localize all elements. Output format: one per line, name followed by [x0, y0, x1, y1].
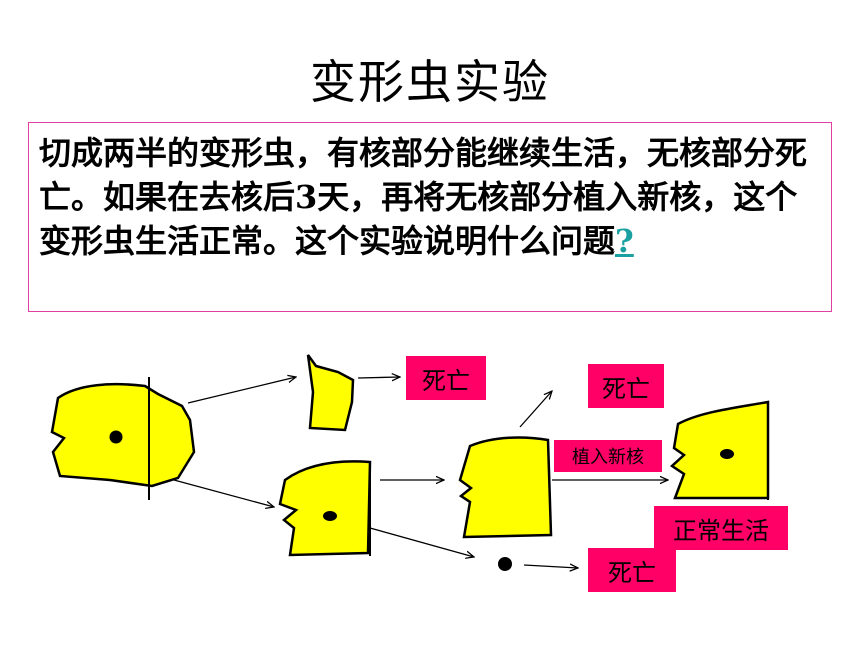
question-text: 切成两半的变形虫，有核部分能继续生活，无核部分死亡。如果在去核后3天，再将无核部…	[39, 131, 825, 263]
label-dead-1: 死亡	[406, 356, 486, 400]
no-nucleus-half	[306, 354, 355, 432]
label-dead-2: 死亡	[588, 364, 664, 408]
original-amoeba	[50, 382, 196, 488]
nucleus-half-nucleus	[323, 511, 337, 521]
question-link[interactable]: ?	[615, 222, 634, 260]
nucleus-half	[278, 460, 372, 557]
label-dead-3: 死亡	[588, 548, 676, 592]
new-nucleus-amoeba	[669, 400, 770, 500]
removed-nucleus	[498, 557, 512, 571]
arrow-to-nucleus-half	[173, 479, 274, 507]
arrow-up-to-dead-2	[519, 391, 552, 428]
arrow-to-no-nucleus-half	[187, 377, 296, 404]
question-box: 切成两半的变形虫，有核部分能继续生活，无核部分死亡。如果在去核后3天，再将无核部…	[28, 122, 832, 312]
new-nucleus	[720, 449, 734, 459]
arrow-to-dead-1	[357, 377, 400, 378]
slide-title: 变形虫实验	[310, 55, 550, 109]
enucleated-amoeba	[458, 436, 553, 539]
label-normal-life: 正常生活	[654, 506, 788, 550]
original-nucleus	[109, 430, 123, 444]
arrow-to-dead-3	[523, 565, 578, 568]
label-insert-nucleus: 植入新核	[554, 440, 662, 472]
arrow-nucleus-removed	[369, 527, 474, 557]
question-main: 切成两半的变形虫，有核部分能继续生活，无核部分死亡。如果在去核后3天，再将无核部…	[39, 134, 808, 260]
